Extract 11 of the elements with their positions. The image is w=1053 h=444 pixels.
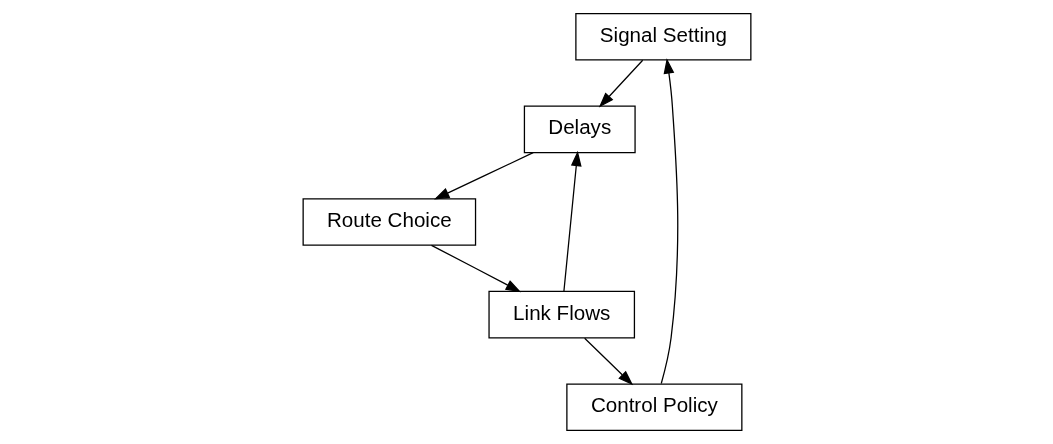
node-box: Link Flows xyxy=(487,290,635,339)
arrow xyxy=(562,150,582,292)
arrow xyxy=(430,244,521,293)
arrow xyxy=(433,152,534,200)
arrow xyxy=(660,58,678,385)
arrow xyxy=(583,337,633,386)
node-box: Control Policy xyxy=(565,383,742,432)
node-box: Signal Setting xyxy=(574,12,751,61)
node-box: Route Choice xyxy=(302,198,476,246)
node-box: Delays xyxy=(523,105,636,154)
arrow xyxy=(598,59,643,108)
